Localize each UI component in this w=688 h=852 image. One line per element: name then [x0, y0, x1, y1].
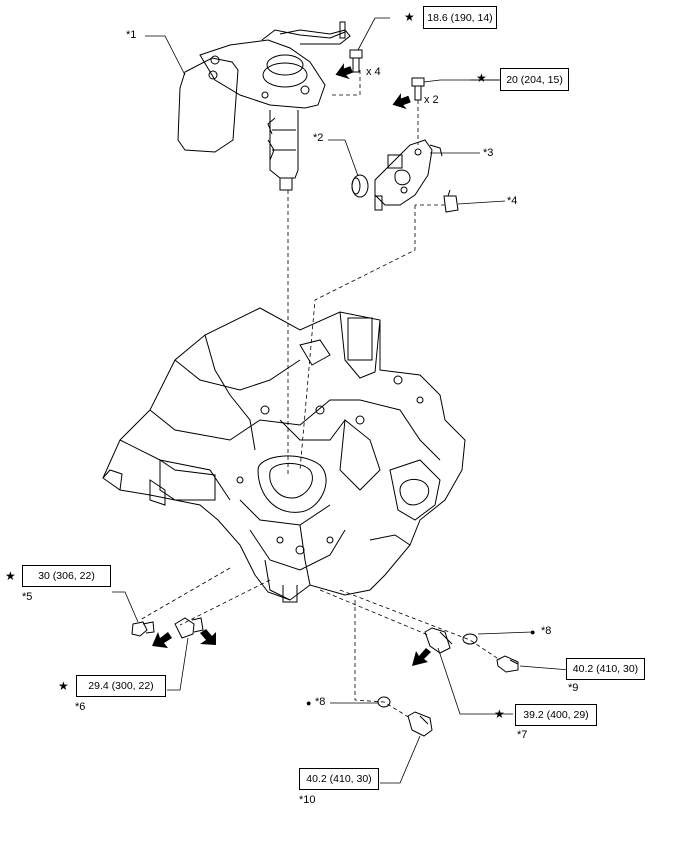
callout-4: *4	[507, 195, 518, 207]
callout-2: *2	[313, 132, 324, 144]
bolt-top-2	[411, 77, 425, 101]
torque-box-5: 30 (306, 22)	[22, 565, 111, 587]
star-icon: ★	[404, 10, 415, 24]
quantity-1: x 4	[366, 66, 381, 78]
assembly-dashed-lines	[139, 70, 501, 719]
arrow-plug-5-icon	[152, 632, 172, 648]
arrow-switch-7-icon	[412, 648, 431, 666]
callout-9: *9	[568, 682, 579, 694]
transaxle-housing	[102, 307, 466, 603]
plug-5	[131, 621, 155, 637]
dot-icon: ●	[530, 627, 536, 637]
callout-8b: *8	[315, 696, 326, 708]
torque-box-7: 39.2 (400, 29)	[515, 704, 597, 726]
arrow-switch-6-icon	[200, 629, 216, 645]
callout-6: *6	[75, 701, 86, 713]
cap-part	[351, 174, 369, 198]
gasket-8b	[377, 696, 391, 708]
leader-lines	[112, 17, 571, 784]
sensor-9	[496, 655, 519, 673]
torque-value-1: 18.6 (190, 14)	[427, 11, 493, 24]
callout-5: *5	[22, 591, 33, 603]
sensor-10	[407, 711, 433, 737]
callout-1: *1	[126, 29, 137, 41]
star-icon: ★	[494, 707, 505, 721]
switch-7	[424, 627, 453, 654]
gasket-8a	[462, 633, 478, 645]
torque-box-1: 18.6 (190, 14)	[423, 6, 497, 29]
torque-box-6: 29.4 (300, 22)	[76, 675, 166, 697]
torque-value-2: 20 (204, 15)	[506, 73, 563, 86]
select-lever-bracket	[374, 139, 443, 211]
torque-box-2: 20 (204, 15)	[500, 68, 569, 91]
arrow-bolt-2-icon	[392, 93, 411, 110]
torque-box-9: 40.2 (410, 30)	[566, 658, 645, 680]
torque-value-6: 29.4 (300, 22)	[88, 680, 154, 692]
dot-icon: ●	[306, 698, 312, 708]
star-icon: ★	[58, 679, 69, 693]
arrow-bolt-1-icon	[335, 63, 353, 80]
torque-box-10: 40.2 (410, 30)	[299, 768, 379, 790]
bolt-top-1	[349, 49, 363, 73]
torque-value-9: 40.2 (410, 30)	[572, 663, 639, 675]
torque-value-10: 40.2 (410, 30)	[306, 773, 372, 785]
clip-part	[443, 189, 459, 213]
callout-3: *3	[483, 147, 494, 159]
shift-lever-assembly	[177, 21, 351, 191]
callout-8a: *8	[541, 625, 552, 637]
switch-6	[174, 617, 204, 639]
torque-value-7: 39.2 (400, 29)	[523, 709, 589, 721]
callout-10: *10	[299, 794, 316, 806]
star-icon: ★	[476, 71, 487, 85]
star-icon: ★	[5, 569, 16, 583]
torque-value-5: 30 (306, 22)	[38, 570, 95, 582]
callout-7: *7	[517, 729, 528, 741]
quantity-2: x 2	[424, 94, 439, 106]
